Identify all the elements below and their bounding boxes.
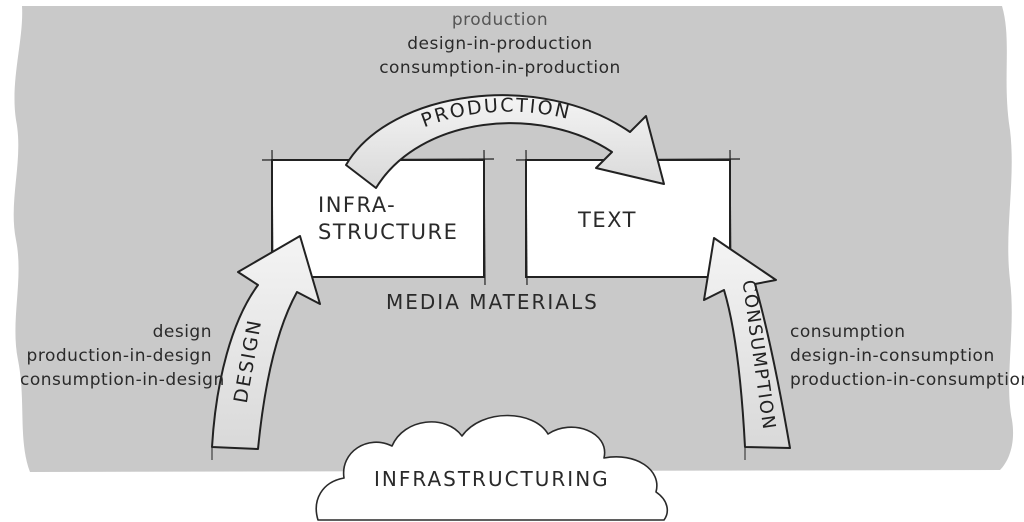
design-note-line: design — [152, 322, 212, 342]
consumption-note: consumption design-in-consumption produc… — [790, 320, 1024, 392]
design-arrow — [211, 235, 321, 450]
production-note-line: production — [451, 10, 549, 30]
production-note: production design-in-production consumpt… — [372, 8, 628, 80]
media-materials-label: MEDIA MATERIALS — [386, 290, 599, 314]
design-note-line: consumption-in-design — [20, 370, 225, 390]
text-box — [515, 149, 741, 286]
consumption-note-line: consumption — [790, 322, 906, 342]
infrastructure-box-label-line: INFRA- — [318, 193, 397, 217]
consumption-note-line: production-in-consumption — [790, 370, 1024, 390]
design-note: design production-in-design consumption-… — [20, 320, 225, 392]
text-box-label: TEXT — [578, 208, 637, 232]
production-note-line: design-in-production — [407, 34, 593, 54]
production-arrow — [345, 94, 665, 189]
consumption-note-line: design-in-consumption — [790, 346, 995, 366]
infrastructuring-label: INFRASTRUCTURING — [374, 467, 610, 491]
infrastructure-box-label-line: STRUCTURE — [318, 220, 459, 244]
infrastructuring-cloud — [315, 414, 669, 521]
consumption-arrow — [703, 237, 791, 449]
infrastructure-box-label: INFRA- STRUCTURE — [318, 192, 458, 246]
design-note-line: production-in-design — [26, 346, 212, 366]
production-note-line: consumption-in-production — [379, 58, 621, 78]
